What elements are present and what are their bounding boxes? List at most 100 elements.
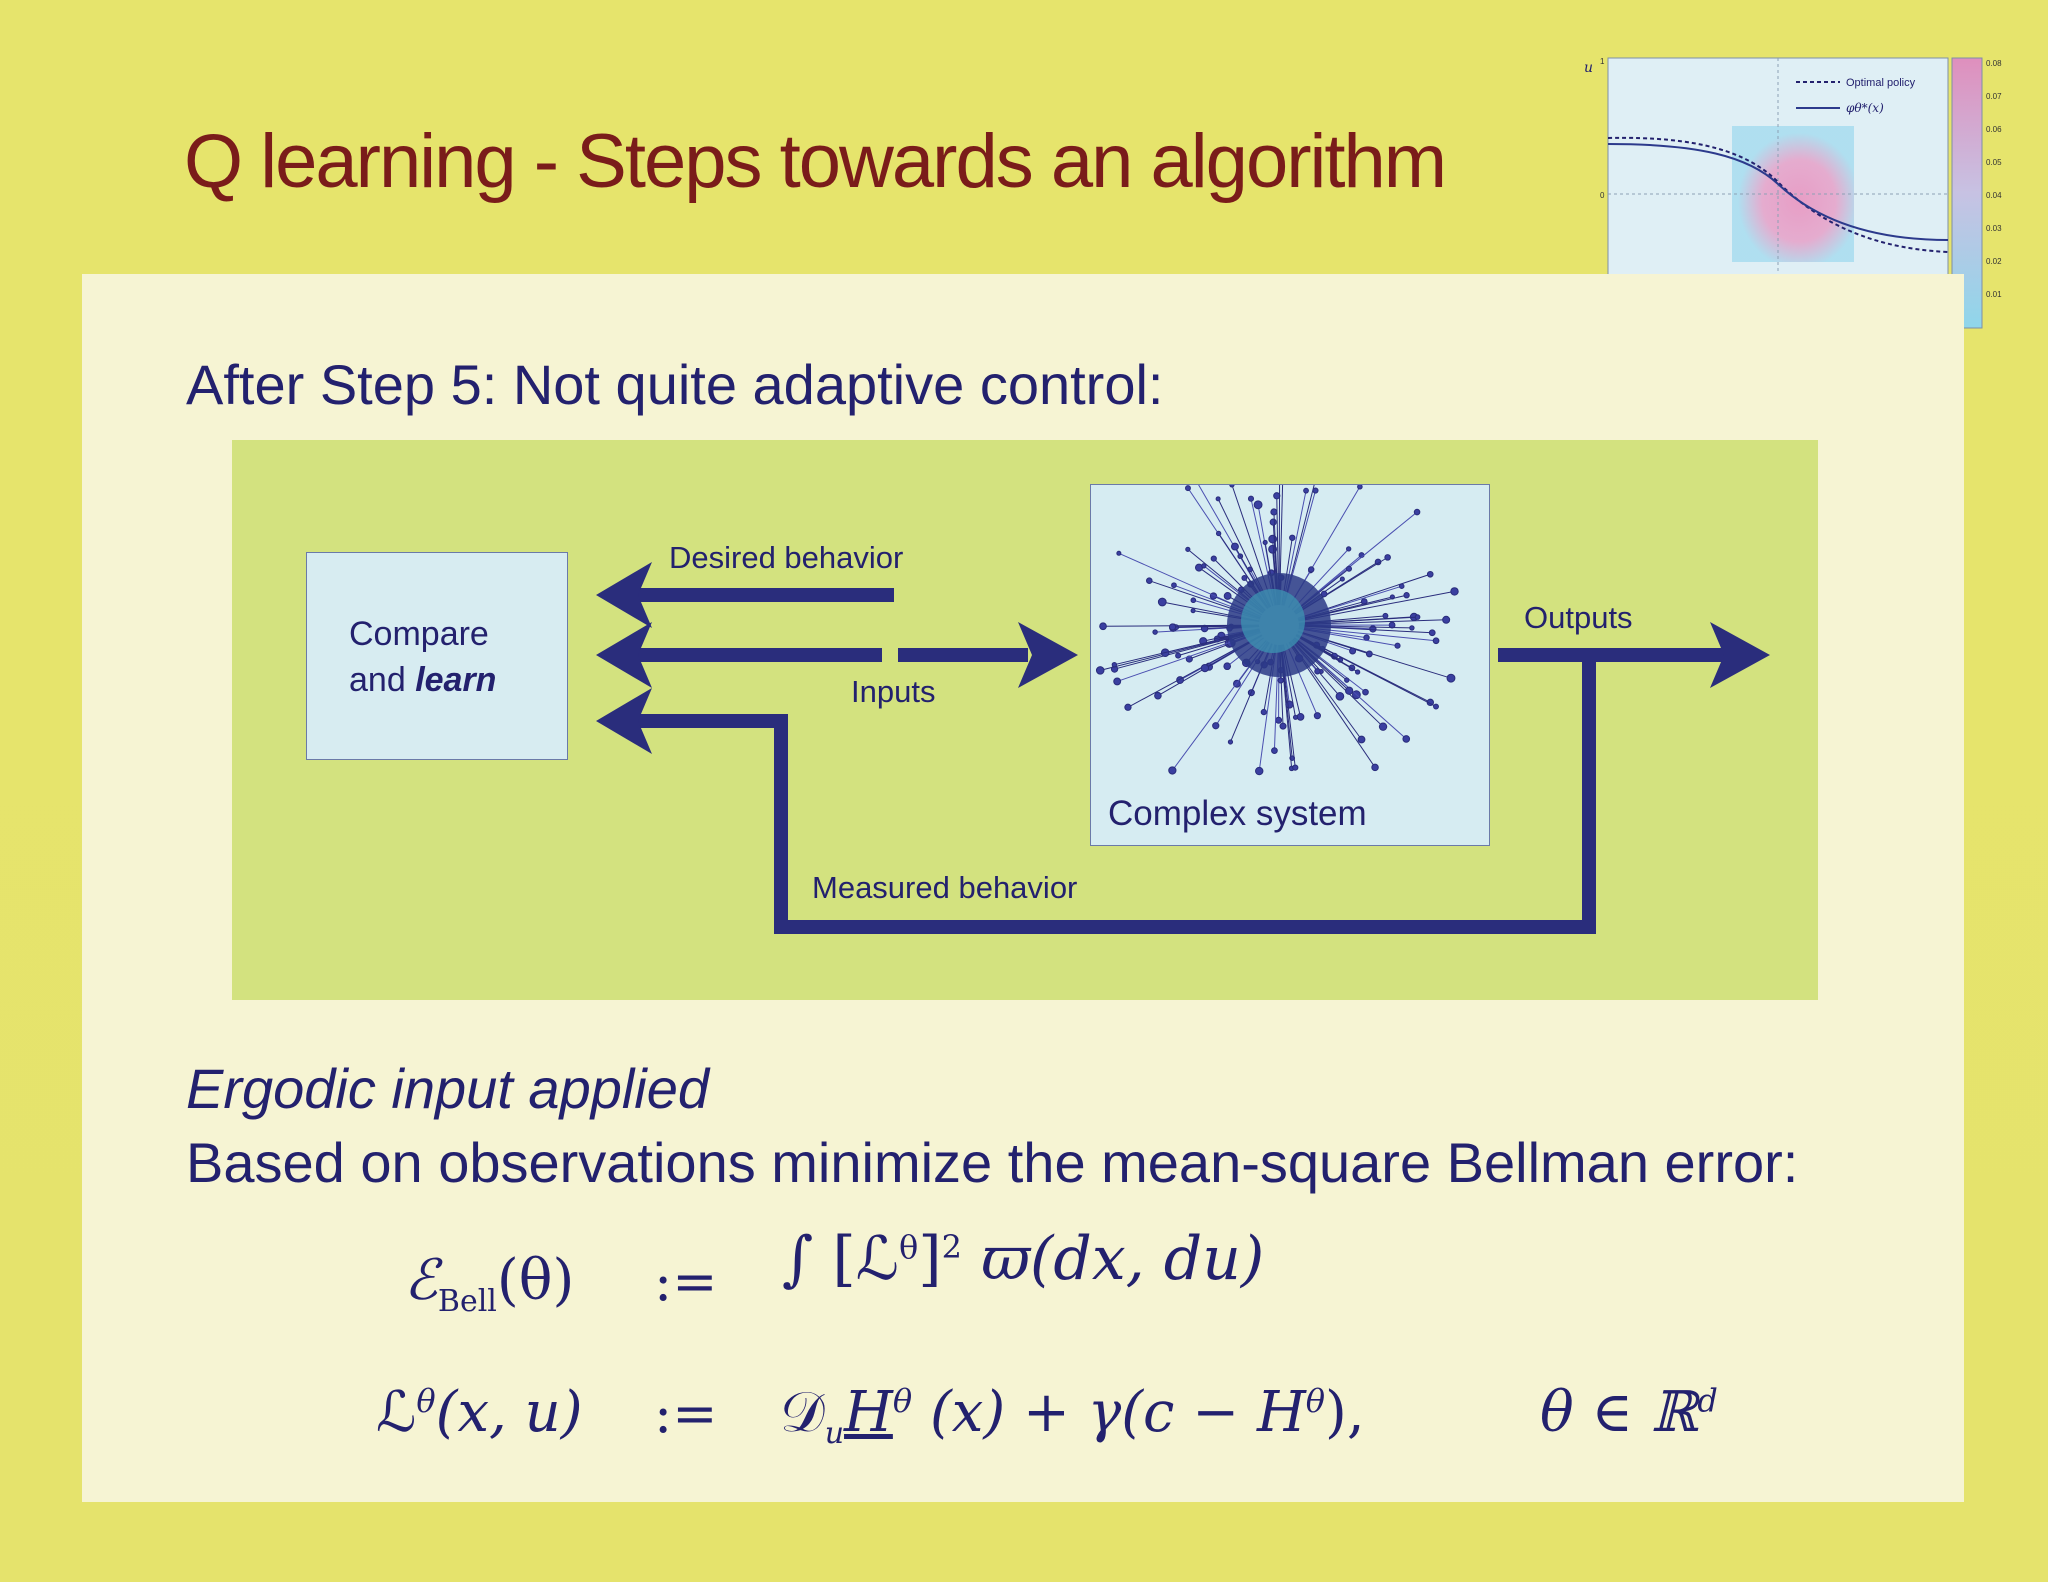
inputs-arrow-right-shaft <box>898 648 1028 662</box>
network-node <box>1099 622 1107 631</box>
eq2-assign: := <box>654 1382 718 1445</box>
legend-optimal-policy: Optimal policy <box>1846 77 1916 89</box>
colorbar-tick: 0.04 <box>1986 191 2002 200</box>
desired-arrow-head <box>596 562 652 628</box>
network-node <box>1285 700 1294 709</box>
network-node <box>1168 623 1177 631</box>
inset-y-tick: 1 <box>1600 57 1605 66</box>
network-node <box>1346 565 1353 572</box>
network-node <box>1190 608 1196 614</box>
bellman-description: Based on observations minimize the mean-… <box>186 1131 1799 1194</box>
desired-behavior-label: Desired behavior <box>669 540 904 575</box>
and-label: and <box>349 661 416 699</box>
network-node <box>1357 735 1366 744</box>
network-node <box>1124 703 1132 711</box>
network-node <box>1247 495 1255 502</box>
colorbar-tick: 0.05 <box>1986 158 2002 167</box>
network-node <box>1446 673 1456 683</box>
network-node <box>1227 739 1234 745</box>
network-node <box>1346 546 1352 552</box>
network-node <box>1357 485 1363 490</box>
inputs-arrow-left-head <box>596 622 652 688</box>
network-node <box>1296 712 1305 721</box>
colorbar-tick: 0.08 <box>1986 59 2002 68</box>
ergodic-heading: Ergodic input applied <box>186 1057 710 1120</box>
outputs-arrow-shaft <box>1498 648 1734 662</box>
network-node <box>1409 625 1415 631</box>
slide-subtitle: After Step 5: Not quite adaptive control… <box>186 353 1164 416</box>
network-node <box>1146 577 1153 584</box>
network-node <box>1175 652 1182 659</box>
network-node <box>1320 590 1328 598</box>
network-node <box>1185 485 1191 492</box>
network-node <box>1200 663 1210 673</box>
network-node <box>1450 587 1459 596</box>
network-node <box>1335 691 1345 701</box>
network-node <box>1201 563 1207 569</box>
colorbar-tick: 0.06 <box>1986 125 2002 134</box>
network-node <box>1241 575 1248 581</box>
inputs-arrow-right-head <box>1018 622 1078 688</box>
network-node <box>1433 703 1439 710</box>
network-node <box>1388 621 1396 629</box>
network-node <box>1292 764 1299 771</box>
network-node <box>1152 629 1158 635</box>
network-node <box>1111 661 1118 668</box>
network-node <box>1384 554 1391 561</box>
network-node <box>1116 550 1122 556</box>
network-node <box>1378 722 1388 731</box>
compare-label: Compare <box>349 615 489 653</box>
network-node <box>1215 496 1221 502</box>
network-node <box>1279 722 1287 730</box>
measured-behavior-label: Measured behavior <box>812 870 1078 905</box>
desired-arrow-shaft <box>622 588 894 602</box>
network-node <box>1270 508 1278 516</box>
network-node <box>1349 647 1357 655</box>
network-node <box>1190 597 1197 604</box>
network-node <box>1344 677 1350 683</box>
network-node <box>1313 712 1321 720</box>
network-node <box>1212 722 1220 730</box>
feedback-vertical-right <box>1582 655 1596 933</box>
network-node <box>1292 714 1299 720</box>
network-node <box>1223 592 1232 600</box>
colorbar-tick: 0.01 <box>1986 290 2002 299</box>
network-node <box>1365 650 1373 658</box>
feedback-top <box>622 714 788 728</box>
eq2-lhs: ℒθ(x, u) <box>376 1380 583 1445</box>
network-node <box>1215 530 1222 537</box>
network-node <box>1269 518 1277 526</box>
network-node <box>1185 546 1191 552</box>
network-node <box>1413 508 1421 516</box>
legend-phi-policy: φθ*(x) <box>1846 101 1884 115</box>
colorbar-tick: 0.02 <box>1986 257 2002 266</box>
measured-arrow-head <box>596 688 652 754</box>
network-node <box>1210 555 1217 562</box>
network-graphic <box>1095 485 1459 776</box>
network-node <box>1414 614 1421 620</box>
learn-label: learn <box>415 661 497 699</box>
network-node <box>1260 708 1267 716</box>
eq2-domain: θ ∈ ℝd <box>1540 1380 1718 1445</box>
network-node <box>1171 582 1177 589</box>
network-node <box>1432 637 1440 645</box>
network-node <box>1271 747 1278 754</box>
inset-y-axis-label: u <box>1584 60 1593 76</box>
network-node <box>1442 615 1451 624</box>
network-node <box>1223 662 1232 671</box>
colorbar-tick: 0.07 <box>1986 92 2002 101</box>
network-node <box>1273 492 1281 500</box>
inputs-arrow-left-shaft <box>622 648 882 662</box>
feedback-bottom <box>774 920 1596 934</box>
network-node <box>1339 576 1345 582</box>
network-node <box>1394 642 1401 649</box>
eq1-lhs: ℰBell(θ) <box>404 1248 575 1320</box>
network-node <box>1154 691 1162 700</box>
colorbar-tick: 0.03 <box>1986 224 2002 233</box>
network-node <box>1362 688 1369 696</box>
inputs-label: Inputs <box>851 674 936 709</box>
network-node <box>1402 735 1411 743</box>
network-node <box>1312 487 1319 494</box>
inset-y-tick: 0 <box>1600 191 1605 200</box>
network-node <box>1157 597 1167 607</box>
